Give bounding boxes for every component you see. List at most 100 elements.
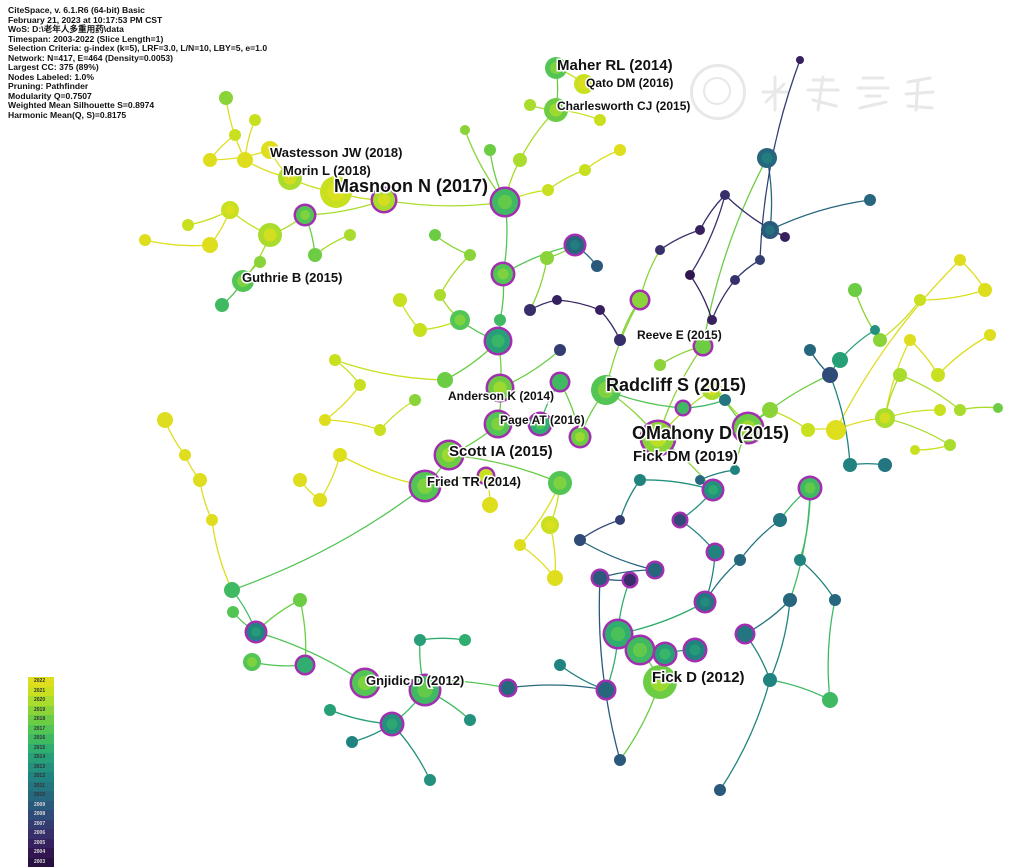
reference-node[interactable]: [460, 125, 470, 135]
reference-node[interactable]: [374, 424, 386, 436]
reference-node[interactable]: [308, 248, 322, 262]
reference-node[interactable]: [719, 394, 731, 406]
reference-node[interactable]: [954, 254, 966, 266]
reference-node[interactable]: [674, 514, 686, 526]
reference-node[interactable]: [804, 344, 816, 356]
reference-node[interactable]: [429, 229, 441, 241]
reference-node[interactable]: [237, 152, 253, 168]
reference-node[interactable]: [655, 245, 665, 255]
reference-node[interactable]: [593, 571, 607, 585]
reference-node[interactable]: [695, 475, 705, 485]
reference-node[interactable]: [579, 164, 591, 176]
reference-node[interactable]: [157, 412, 173, 428]
reference-node[interactable]: [730, 465, 740, 475]
reference-node[interactable]: [484, 144, 496, 156]
reference-node[interactable]: [614, 144, 626, 156]
reference-node[interactable]: [524, 304, 536, 316]
reference-node[interactable]: [934, 404, 946, 416]
reference-node[interactable]: [695, 225, 705, 235]
reference-node[interactable]: [780, 232, 790, 242]
reference-node[interactable]: [984, 329, 996, 341]
reference-node[interactable]: [254, 256, 266, 268]
reference-node[interactable]: [424, 774, 436, 786]
reference-node[interactable]: [552, 295, 562, 305]
reference-node[interactable]: [843, 458, 857, 472]
reference-node[interactable]: [203, 153, 217, 167]
reference-node[interactable]: [482, 497, 498, 513]
reference-node[interactable]: [762, 402, 778, 418]
reference-node[interactable]: [464, 249, 476, 261]
reference-node[interactable]: [624, 574, 636, 586]
reference-node[interactable]: [873, 333, 887, 347]
reference-node[interactable]: [801, 423, 815, 437]
reference-node[interactable]: [614, 754, 626, 766]
reference-node[interactable]: [730, 275, 740, 285]
reference-node[interactable]: [524, 99, 536, 111]
reference-node[interactable]: [139, 234, 151, 246]
reference-node[interactable]: [434, 289, 446, 301]
reference-node[interactable]: [514, 539, 526, 551]
reference-node[interactable]: [654, 359, 666, 371]
reference-node[interactable]: [464, 714, 476, 726]
reference-node[interactable]: [501, 681, 515, 695]
reference-node[interactable]: [822, 367, 838, 383]
reference-node[interactable]: [193, 473, 207, 487]
reference-node[interactable]: [293, 473, 307, 487]
reference-node[interactable]: [229, 129, 241, 141]
reference-node[interactable]: [179, 449, 191, 461]
reference-node[interactable]: [677, 402, 689, 414]
reference-node[interactable]: [864, 194, 876, 206]
reference-node[interactable]: [346, 736, 358, 748]
reference-node[interactable]: [333, 448, 347, 462]
reference-node[interactable]: [931, 368, 945, 382]
reference-node[interactable]: [708, 545, 722, 559]
reference-node[interactable]: [552, 374, 568, 390]
reference-node[interactable]: [904, 334, 916, 346]
reference-node[interactable]: [848, 283, 862, 297]
reference-node[interactable]: [319, 414, 331, 426]
reference-node[interactable]: [737, 626, 753, 642]
reference-node[interactable]: [632, 292, 648, 308]
reference-node[interactable]: [598, 682, 614, 698]
reference-node[interactable]: [591, 260, 603, 272]
reference-node[interactable]: [313, 493, 327, 507]
reference-node[interactable]: [542, 184, 554, 196]
reference-node[interactable]: [595, 305, 605, 315]
reference-node[interactable]: [763, 673, 777, 687]
reference-node[interactable]: [494, 314, 506, 326]
reference-node[interactable]: [324, 704, 336, 716]
reference-node[interactable]: [206, 514, 218, 526]
reference-node[interactable]: [547, 570, 563, 586]
reference-node[interactable]: [832, 352, 848, 368]
reference-node[interactable]: [414, 634, 426, 646]
reference-node[interactable]: [829, 594, 841, 606]
reference-node[interactable]: [513, 153, 527, 167]
reference-node[interactable]: [459, 634, 471, 646]
reference-node[interactable]: [648, 563, 662, 577]
reference-node[interactable]: [227, 606, 239, 618]
reference-node[interactable]: [914, 294, 926, 306]
reference-node[interactable]: [182, 219, 194, 231]
reference-node[interactable]: [822, 692, 838, 708]
reference-node[interactable]: [413, 323, 427, 337]
reference-node[interactable]: [554, 344, 566, 356]
reference-node[interactable]: [734, 554, 746, 566]
reference-node[interactable]: [993, 403, 1003, 413]
reference-node[interactable]: [574, 534, 586, 546]
reference-node[interactable]: [755, 255, 765, 265]
reference-node[interactable]: [944, 439, 956, 451]
reference-node[interactable]: [393, 293, 407, 307]
reference-node[interactable]: [344, 229, 356, 241]
reference-node[interactable]: [910, 445, 920, 455]
reference-node[interactable]: [554, 659, 566, 671]
reference-node[interactable]: [978, 283, 992, 297]
reference-node[interactable]: [794, 554, 806, 566]
reference-node[interactable]: [293, 593, 307, 607]
reference-node[interactable]: [707, 315, 717, 325]
reference-node[interactable]: [297, 657, 313, 673]
reference-node[interactable]: [409, 394, 421, 406]
reference-node[interactable]: [615, 515, 625, 525]
reference-node[interactable]: [878, 458, 892, 472]
reference-node[interactable]: [954, 404, 966, 416]
reference-node[interactable]: [594, 114, 606, 126]
